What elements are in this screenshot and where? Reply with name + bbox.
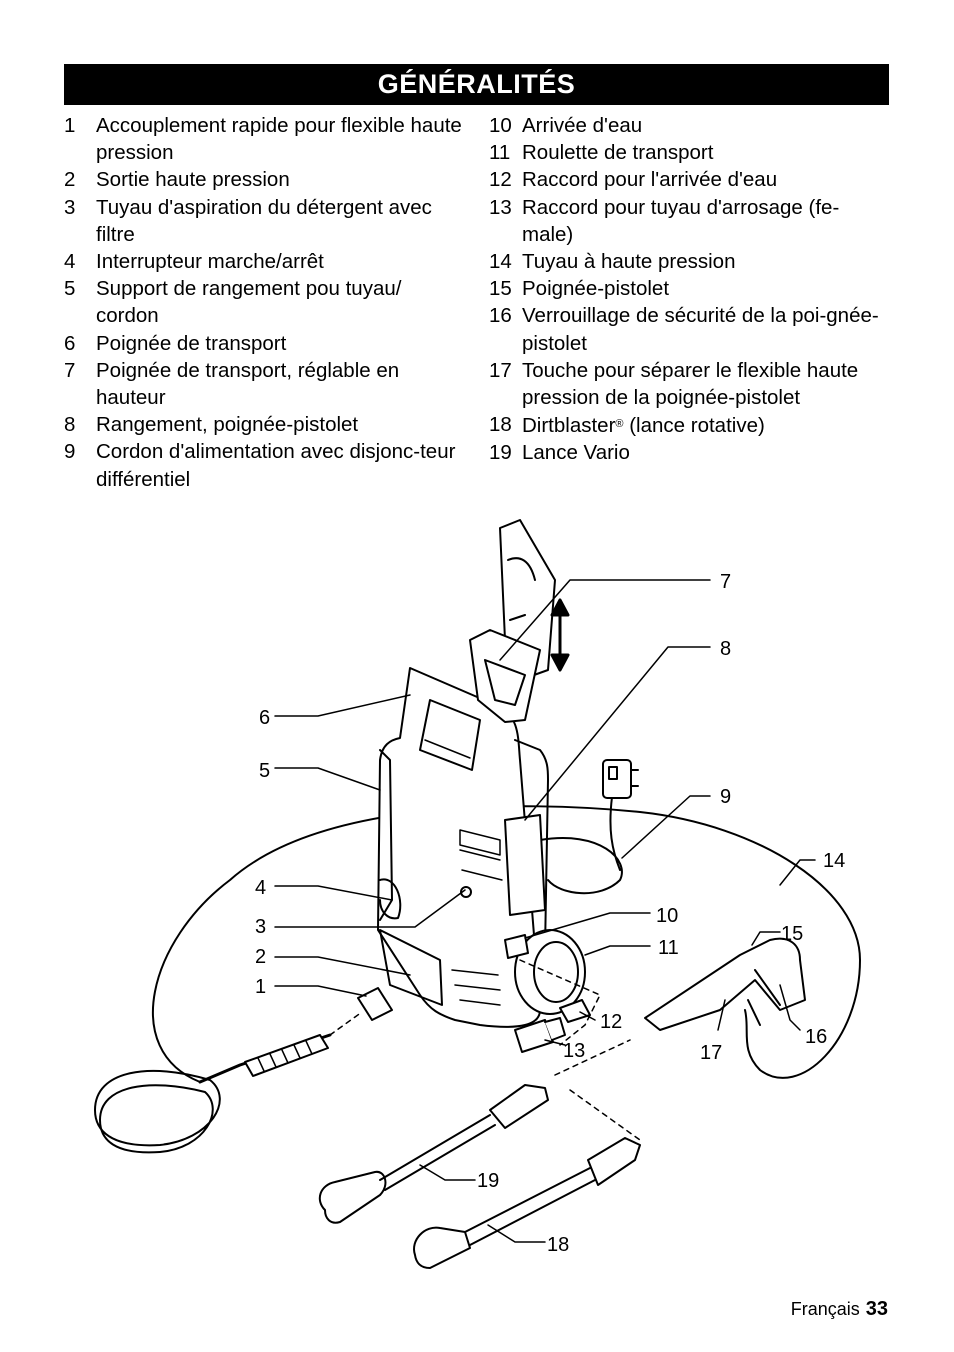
item-text: Accouplement rapide pour flexible haute … bbox=[96, 114, 462, 165]
power-cord-illustration bbox=[539, 796, 623, 895]
item-number: 14 bbox=[489, 250, 512, 274]
list-item: 5 Support de rangement pou tuyau/ cordon bbox=[64, 275, 469, 329]
item-number: 1 bbox=[64, 114, 76, 137]
item-number: 3 bbox=[64, 195, 76, 219]
registered-mark: ® bbox=[615, 418, 624, 431]
item-number: 17 bbox=[489, 358, 512, 382]
item-text: Interrupteur marche/arrêt bbox=[96, 250, 324, 274]
item-text: Sortie haute pression bbox=[96, 168, 290, 192]
item-number: 18 bbox=[489, 413, 512, 437]
callout-4: 4 bbox=[255, 877, 266, 899]
item-number: 9 bbox=[64, 440, 76, 464]
item-text: Raccord pour l'arrivée d'eau bbox=[522, 168, 778, 192]
vario-lance-illustration bbox=[318, 1170, 387, 1224]
item-text: Arrivée d'eau bbox=[522, 114, 643, 137]
item-text: Tuyau à haute pression bbox=[522, 250, 736, 274]
item-text: Roulette de transport bbox=[522, 141, 714, 165]
callout-16: 16 bbox=[805, 1026, 827, 1048]
item-number: 7 bbox=[64, 358, 76, 382]
dirtblaster-suffix: (lance rotative) bbox=[623, 414, 765, 438]
list-item: 11 Roulette de transport bbox=[489, 139, 889, 166]
list-item: 7 Poignée de transport, réglable en haute… bbox=[64, 357, 469, 411]
dirtblaster-lance-illustration bbox=[413, 1226, 471, 1269]
item-number: 8 bbox=[64, 413, 76, 437]
callout-15: 15 bbox=[781, 923, 803, 945]
callout-14: 14 bbox=[823, 850, 845, 872]
list-item: 2 Sortie haute pression bbox=[64, 166, 469, 193]
list-item: 3 Tuyau d'aspiration du détergent avec fi… bbox=[64, 194, 469, 248]
item-text: Tuyau d'aspiration du détergent avec fil… bbox=[96, 195, 432, 246]
callout-1: 1 bbox=[255, 976, 266, 998]
item-text: Poignée-pistolet bbox=[522, 277, 670, 301]
list-item: 6 Poignée de transport bbox=[64, 330, 469, 357]
callout-18: 18 bbox=[547, 1234, 569, 1256]
item-number: 5 bbox=[64, 277, 76, 301]
callout-17: 17 bbox=[700, 1042, 722, 1064]
list-item: 12 Raccord pour l'arrivée d'eau bbox=[489, 166, 889, 193]
section-title-banner: GÉNÉRALITÉS bbox=[64, 64, 889, 105]
item-text: Raccord pour tuyau d'arrosage (fe-male) bbox=[522, 195, 840, 246]
list-item: 9 Cordon d'alimentation avec disjonc-teur… bbox=[64, 438, 469, 492]
washer-body-illustration bbox=[377, 667, 541, 1028]
item-number: 15 bbox=[489, 277, 512, 301]
item-text: Dirtblaster® (lance rotative) bbox=[522, 411, 889, 439]
page-number: 33 bbox=[865, 1298, 888, 1320]
hose-illustration bbox=[152, 805, 861, 1083]
spray-gun-illustration bbox=[644, 937, 806, 1031]
item-number: 11 bbox=[489, 141, 511, 165]
list-item: 8 Rangement, poignée-pistolet bbox=[64, 411, 469, 438]
holster-illustration bbox=[504, 814, 546, 916]
item-number: 13 bbox=[489, 195, 512, 219]
adjust-arrow-icon bbox=[550, 598, 570, 672]
callout-5: 5 bbox=[259, 760, 270, 782]
callout-9: 9 bbox=[720, 786, 731, 808]
item-text: Poignée de transport bbox=[96, 331, 287, 355]
list-item: 19 Lance Vario bbox=[489, 439, 889, 466]
item-number: 4 bbox=[64, 250, 76, 274]
callout-10: 10 bbox=[656, 905, 678, 927]
item-text: Cordon d'alimentation avec disjonc-teur … bbox=[96, 440, 456, 491]
handle-illustration bbox=[469, 629, 541, 723]
list-item: 14 Tuyau à haute pression bbox=[489, 248, 889, 275]
callout-13: 13 bbox=[563, 1040, 585, 1062]
callout-19: 19 bbox=[477, 1170, 499, 1192]
item-number: 16 bbox=[489, 304, 512, 328]
list-item: 18 Dirtblaster® (lance rotative) bbox=[489, 411, 889, 439]
item-text: Verrouillage de sécurité de la poi-gnée-… bbox=[522, 304, 879, 355]
item-number: 12 bbox=[489, 168, 512, 192]
callout-6: 6 bbox=[259, 707, 270, 729]
item-text: Rangement, poignée-pistolet bbox=[96, 413, 359, 437]
item-text: Touche pour séparer le flexible haute pr… bbox=[522, 358, 859, 410]
hose-coil-illustration bbox=[94, 1069, 221, 1154]
callout-12: 12 bbox=[600, 1011, 622, 1033]
item-number: 10 bbox=[489, 114, 512, 137]
list-item: 17 Touche pour séparer le flexible haute … bbox=[489, 357, 889, 411]
item-number: 19 bbox=[489, 441, 512, 465]
parts-list-left: 1 Accouplement rapide pour flexible haute… bbox=[64, 112, 469, 493]
list-item: 4 Interrupteur marche/arrêt bbox=[64, 248, 469, 275]
item-text: Lance Vario bbox=[522, 441, 630, 465]
callout-3: 3 bbox=[255, 916, 266, 938]
list-item: 1 Accouplement rapide pour flexible haute… bbox=[64, 112, 469, 166]
callout-11: 11 bbox=[658, 937, 679, 959]
section-title: GÉNÉRALITÉS bbox=[377, 69, 576, 99]
footer-language: Français bbox=[790, 1299, 860, 1319]
item-number: 6 bbox=[64, 331, 76, 355]
item-text: Poignée de transport, réglable en hauteu… bbox=[96, 358, 400, 410]
list-item: 16 Verrouillage de sécurité de la poi-gné… bbox=[489, 302, 889, 356]
item-number: 2 bbox=[64, 168, 76, 192]
dirtblaster-name: Dirtblaster bbox=[522, 414, 616, 438]
callout-8: 8 bbox=[720, 638, 731, 660]
callout-2: 2 bbox=[255, 946, 266, 968]
pressure-washer-diagram: 1 2 3 4 5 6 7 8 9 10 11 12 13 14 15 16 1… bbox=[94, 519, 861, 1269]
list-item: 10 Arrivée d'eau bbox=[489, 112, 889, 139]
item-text: Support de rangement pou tuyau/ cordon bbox=[96, 277, 402, 328]
callout-7: 7 bbox=[720, 571, 731, 593]
list-item: 13 Raccord pour tuyau d'arrosage (fe-male… bbox=[489, 194, 889, 248]
list-item: 15 Poignée-pistolet bbox=[489, 275, 889, 302]
